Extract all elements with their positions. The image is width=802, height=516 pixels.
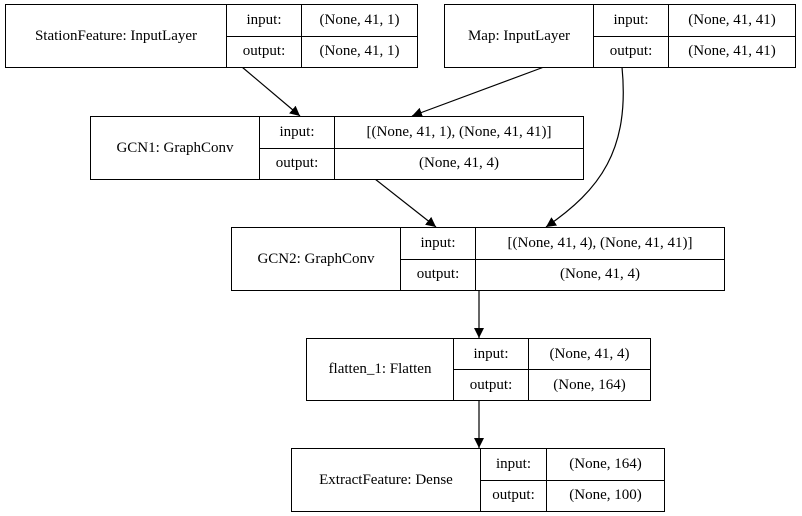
input-shape: (None, 41, 4) (549, 345, 630, 362)
node-io-table: input: (None, 41, 4) output: (None, 164) (454, 339, 650, 400)
output-shape: (None, 41, 4) (560, 266, 640, 283)
output-label: output: (227, 36, 302, 67)
node-extractfeature: ExtractFeature: Dense input: (None, 164)… (291, 448, 665, 512)
node-io-table: input: [(None, 41, 1), (None, 41, 41)] o… (260, 117, 583, 179)
node-name: ExtractFeature: Dense (292, 449, 481, 511)
node-io-table: input: (None, 164) output: (None, 100) (481, 449, 664, 511)
output-shape: (None, 41, 1) (319, 43, 400, 60)
output-shape: (None, 41, 41) (688, 43, 776, 60)
input-shape: (None, 41, 1) (319, 11, 400, 28)
node-flatten-1: flatten_1: Flatten input: (None, 41, 4) … (306, 338, 651, 401)
edge-stationfeature-to-gcn1 (241, 66, 301, 117)
node-io-table: input: [(None, 41, 4), (None, 41, 41)] o… (401, 228, 724, 290)
node-name: flatten_1: Flatten (307, 339, 454, 400)
output-shape: (None, 100) (569, 487, 642, 504)
output-label: output: (260, 148, 335, 179)
input-shape: [(None, 41, 4), (None, 41, 41)] (507, 234, 693, 251)
input-shape: (None, 164) (569, 455, 642, 472)
node-stationfeature: StationFeature: InputLayer input: (None,… (5, 4, 418, 68)
input-shape: [(None, 41, 1), (None, 41, 41)] (366, 123, 552, 140)
node-name: GCN1: GraphConv (91, 117, 260, 179)
io-input-row: input: (None, 164) (481, 449, 664, 480)
output-label: output: (594, 36, 669, 67)
io-input-row: input: (None, 41, 4) (454, 339, 650, 369)
output-shape: (None, 164) (553, 376, 626, 393)
io-output-row: output: (None, 41, 4) (401, 258, 724, 290)
input-label: input: (454, 339, 529, 369)
node-io-table: input: (None, 41, 41) output: (None, 41,… (594, 5, 795, 67)
io-input-row: input: [(None, 41, 4), (None, 41, 41)] (401, 228, 724, 259)
node-gcn1: GCN1: GraphConv input: [(None, 41, 1), (… (90, 116, 584, 180)
input-label: input: (401, 228, 476, 259)
node-name: StationFeature: InputLayer (6, 5, 227, 67)
edge-gcn1-to-gcn2 (374, 178, 437, 228)
node-map: Map: InputLayer input: (None, 41, 41) ou… (444, 4, 796, 68)
input-label: input: (481, 449, 547, 480)
io-input-row: input: (None, 41, 1) (227, 5, 417, 36)
io-output-row: output: (None, 100) (481, 479, 664, 511)
input-label: input: (594, 5, 669, 36)
io-output-row: output: (None, 41, 41) (594, 35, 795, 67)
input-label: input: (260, 117, 335, 148)
edge-map-to-gcn2 (545, 66, 624, 228)
io-input-row: input: [(None, 41, 1), (None, 41, 41)] (260, 117, 583, 148)
edge-map-to-gcn1 (411, 66, 545, 118)
node-name: Map: InputLayer (445, 5, 594, 67)
io-output-row: output: (None, 41, 4) (260, 147, 583, 179)
io-output-row: output: (None, 41, 1) (227, 35, 417, 67)
io-output-row: output: (None, 164) (454, 369, 650, 400)
input-label: input: (227, 5, 302, 36)
node-io-table: input: (None, 41, 1) output: (None, 41, … (227, 5, 417, 67)
output-label: output: (481, 480, 547, 511)
node-gcn2: GCN2: GraphConv input: [(None, 41, 4), (… (231, 227, 725, 291)
output-label: output: (401, 259, 476, 290)
output-shape: (None, 41, 4) (419, 155, 499, 172)
node-name: GCN2: GraphConv (232, 228, 401, 290)
output-label: output: (454, 370, 529, 400)
io-input-row: input: (None, 41, 41) (594, 5, 795, 36)
input-shape: (None, 41, 41) (688, 11, 776, 28)
